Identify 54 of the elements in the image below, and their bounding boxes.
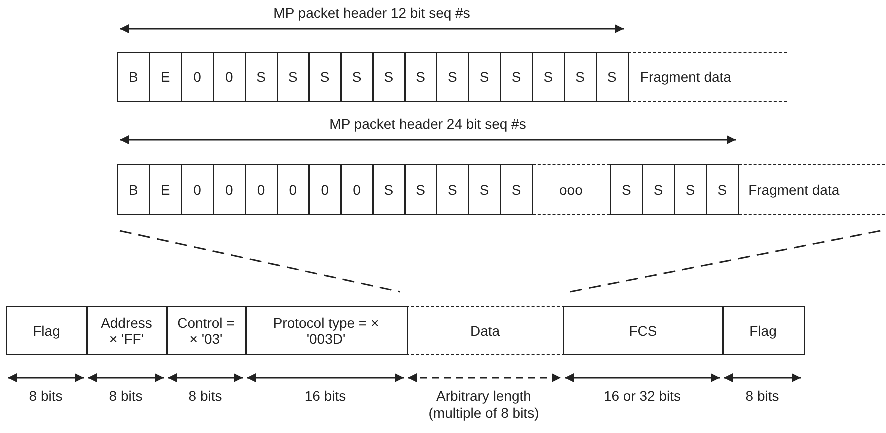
bit-cell: S [436, 52, 470, 102]
bit-cell: S [706, 164, 740, 215]
bit-cell: 0 [308, 164, 342, 215]
bit-cell: S [372, 52, 406, 102]
fragment-data-field: Fragment data [738, 164, 885, 215]
bit-cell: S [276, 52, 310, 102]
bit-cell: 0 [212, 164, 246, 215]
bit-cell: E [148, 52, 182, 102]
bit-cell: B [117, 164, 150, 215]
bit-cell: 0 [244, 164, 278, 215]
bit-cell: S [404, 52, 438, 102]
bit-cell: 0 [180, 52, 214, 102]
bit-cell: S [564, 52, 597, 102]
field-size-label: 8 bits [28, 388, 64, 405]
bit-cell: S [404, 164, 438, 215]
projection-line [570, 230, 881, 293]
bit-cell: 0 [340, 164, 374, 215]
bit-cell: S [436, 164, 470, 215]
field-size-label: 8 bits [188, 388, 224, 405]
header-caption: MP packet header 24 bit seq #s [328, 116, 528, 133]
bit-cell: S [372, 164, 406, 215]
bit-cell: S [468, 164, 502, 215]
bit-cell: S [308, 52, 342, 102]
frame-field: Protocol type = × '003D' [245, 306, 408, 355]
field-size-label: 8 bits [108, 388, 144, 405]
fragment-data-field: Fragment data [628, 52, 788, 102]
bit-cell: S [596, 52, 629, 102]
field-size-label: Arbitrary length (multiple of 8 bits) [428, 388, 540, 422]
bit-cell: S [500, 52, 534, 102]
field-size-label: 8 bits [744, 388, 780, 405]
bit-cell: 0 [180, 164, 214, 215]
frame-field: Flag [722, 306, 804, 355]
bit-cell: S [532, 52, 566, 102]
field-size-label: 16 bits [304, 388, 348, 405]
bit-cell: B [117, 52, 150, 102]
bit-cell: S [244, 52, 278, 102]
frame-field: FCS [563, 306, 724, 355]
bit-cell: S [500, 164, 534, 215]
frame-field: Flag [6, 306, 88, 355]
bit-cell: S [610, 164, 644, 215]
bit-cell: S [642, 164, 676, 215]
bit-cell: 0 [276, 164, 310, 215]
bit-cell: S [674, 164, 708, 215]
frame-field: Control = × '03' [166, 306, 246, 355]
header-caption: MP packet header 12 bit seq #s [272, 5, 472, 22]
bit-cell: S [340, 52, 374, 102]
ellipsis-field: ooo [532, 164, 610, 215]
bit-cell: E [148, 164, 182, 215]
bit-cell: 0 [212, 52, 246, 102]
field-size-label: 16 or 32 bits [602, 388, 682, 405]
projection-line [120, 230, 400, 293]
frame-field: Data [406, 306, 564, 355]
bit-cell: S [468, 52, 502, 102]
frame-field: Address × 'FF' [86, 306, 168, 355]
